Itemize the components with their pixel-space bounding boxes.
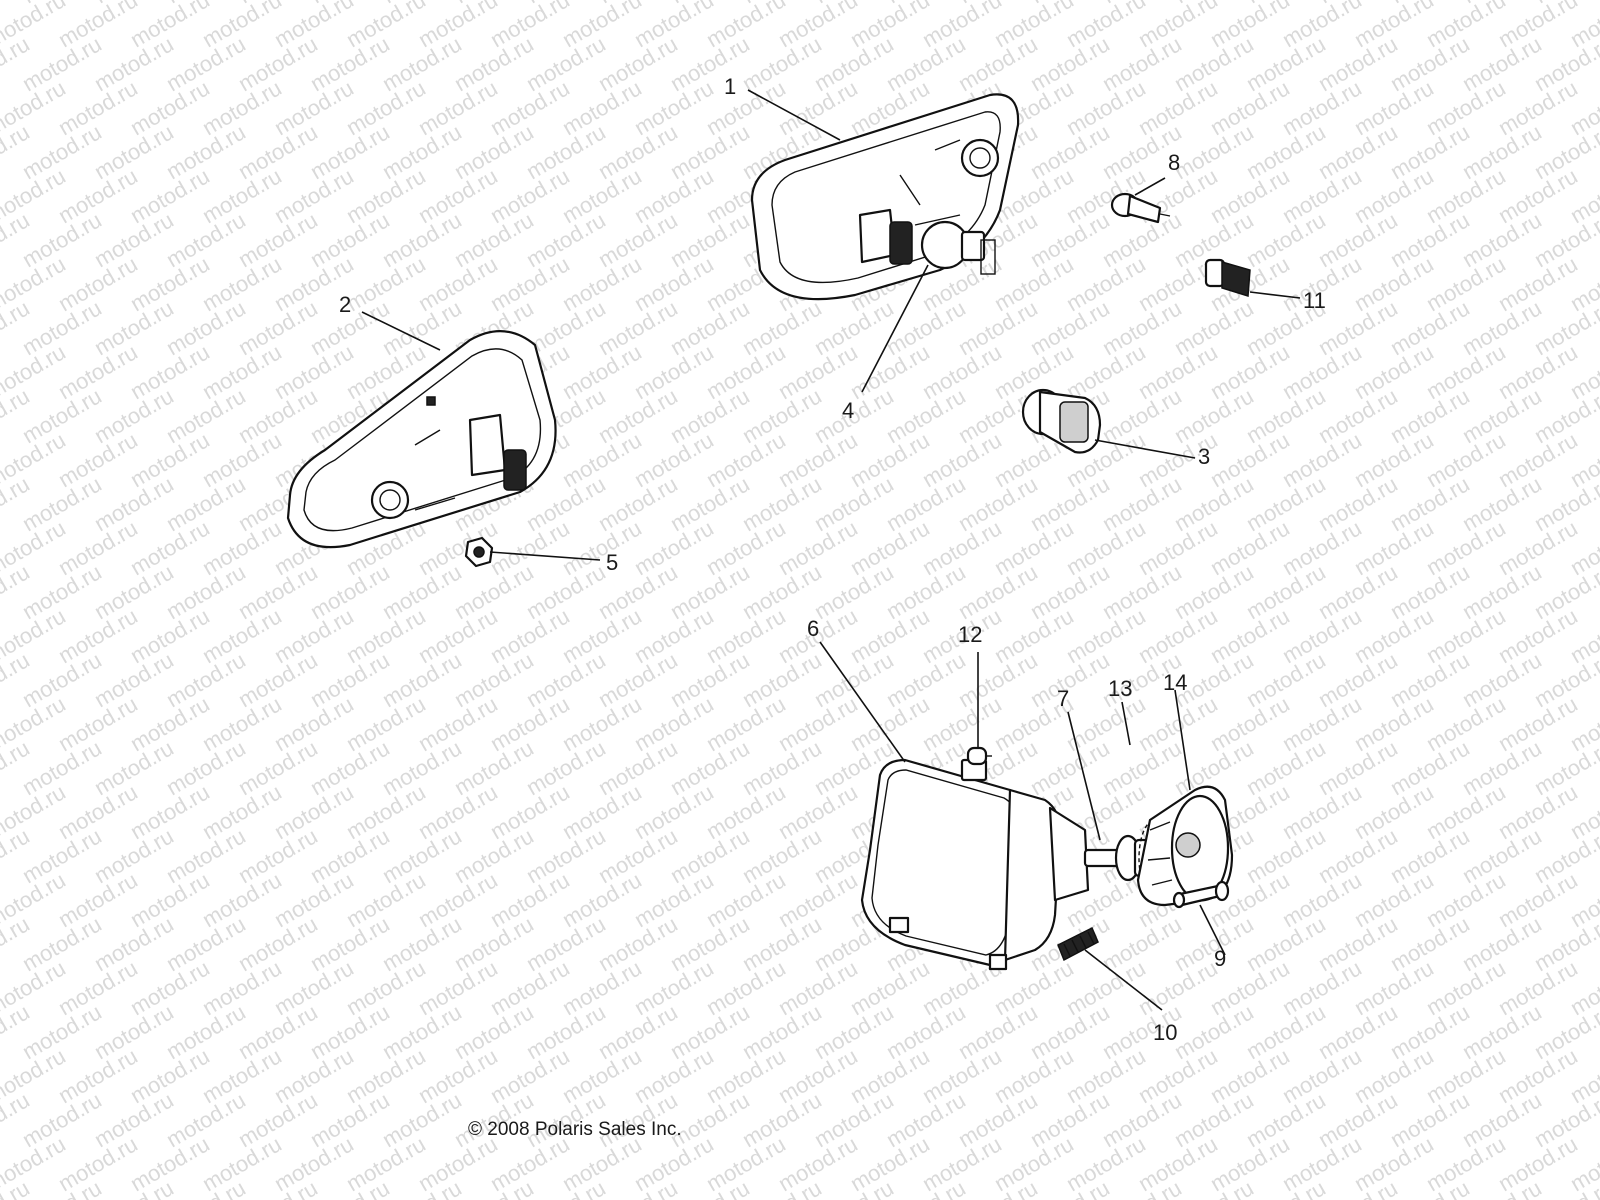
part-11-small-socket	[1204, 258, 1251, 297]
callout-labels: 1 2 3 4 5 6 7 8 9 10 11 12 13 14	[339, 74, 1326, 1045]
leader-8	[1134, 177, 1166, 196]
callout-2: 2	[339, 292, 351, 317]
part-14-rear-cover	[1136, 785, 1234, 907]
callout-1: 1	[724, 74, 736, 99]
part-2-tail-lamp-left	[286, 330, 557, 549]
leader-1	[747, 89, 841, 141]
part-6-headlight-housing	[860, 758, 1090, 971]
callout-7: 7	[1057, 686, 1069, 711]
leader-3	[1094, 439, 1196, 459]
callout-6: 6	[807, 616, 819, 641]
leader-2	[361, 311, 441, 351]
callout-13: 13	[1108, 676, 1132, 701]
part-12-indicator-bulb	[966, 746, 992, 766]
leader-4	[861, 264, 929, 393]
callout-10: 10	[1153, 1020, 1177, 1045]
part-3-bulb-socket	[1021, 388, 1102, 454]
leader-9	[1199, 904, 1226, 956]
leader-14	[1174, 689, 1191, 791]
part-9-pin	[1172, 880, 1230, 909]
part-4-bulb	[920, 220, 996, 275]
part-5-nut	[464, 536, 494, 568]
leader-10	[1084, 949, 1163, 1011]
callout-5: 5	[606, 550, 618, 575]
leader-5	[489, 551, 601, 561]
callout-4: 4	[842, 398, 854, 423]
callout-8: 8	[1168, 150, 1180, 175]
callout-11: 11	[1303, 288, 1326, 313]
leader-13	[1121, 701, 1131, 746]
leader-11	[1249, 291, 1301, 299]
callout-14: 14	[1163, 670, 1187, 695]
leader-7	[1067, 711, 1101, 841]
leader-6	[819, 641, 906, 763]
part-8-small-bulb	[1110, 192, 1171, 224]
callout-12: 12	[958, 622, 982, 647]
callout-3: 3	[1198, 444, 1210, 469]
callout-9: 9	[1214, 946, 1226, 971]
leader-lines	[361, 89, 1301, 1011]
copyright-notice: © 2008 Polaris Sales Inc.	[468, 1119, 682, 1140]
part-10-spring	[1057, 926, 1099, 962]
